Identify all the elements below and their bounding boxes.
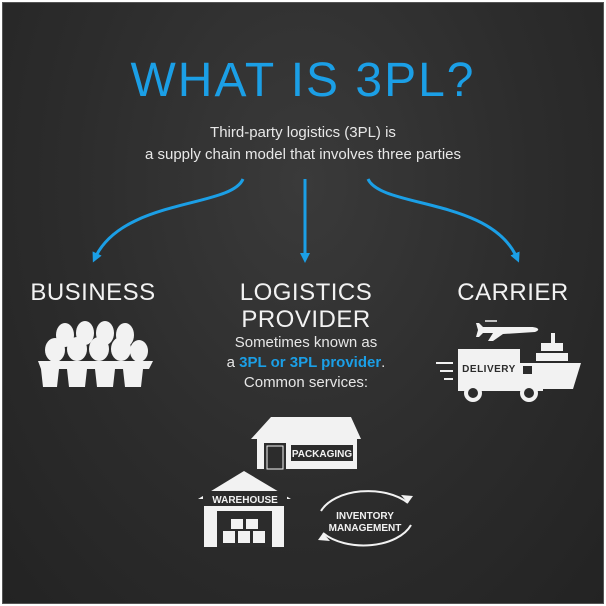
inventory-label-line2: MANAGEMENT bbox=[329, 523, 402, 534]
desc-prefix: a bbox=[226, 354, 240, 371]
logistics-desc-line2: a 3PL or 3PL provider. bbox=[216, 354, 396, 371]
packaging-building-icon: PACKAGING bbox=[251, 417, 361, 470]
subtitle-line-1: Third-party logistics (3PL) is bbox=[210, 124, 396, 141]
packaging-label: PACKAGING bbox=[292, 449, 353, 460]
egg-carton-icon bbox=[38, 321, 153, 387]
logistics-desc-line3: Common services: bbox=[243, 374, 369, 391]
subtitle-line-2: a supply chain model that involves three… bbox=[144, 146, 461, 163]
truck-label: DELIVERY bbox=[462, 364, 516, 375]
carrier-heading: CARRIER bbox=[457, 279, 569, 306]
logistics-desc-line1: Sometimes known as bbox=[234, 334, 378, 351]
warehouse-building-icon: WAREHOUSE bbox=[198, 471, 291, 547]
logistics-heading-line1: LOGISTICS bbox=[239, 279, 373, 306]
illustration-layer: DELIVERY PACKAGING WAREHOUSE bbox=[38, 178, 581, 547]
arrow-to-business bbox=[92, 178, 245, 263]
inventory-cycle-icon: INVENTORY MANAGEMENT bbox=[318, 490, 413, 547]
inventory-label-line1: INVENTORY bbox=[336, 511, 394, 522]
delivery-truck-icon: DELIVERY bbox=[436, 349, 543, 402]
airplane-icon bbox=[476, 320, 539, 341]
desc-suffix: . bbox=[381, 354, 386, 371]
warehouse-label: WAREHOUSE bbox=[212, 495, 278, 506]
logistics-heading-line2: PROVIDER bbox=[241, 306, 371, 333]
arrow-to-carrier bbox=[366, 178, 520, 263]
3pl-highlight: 3PL or 3PL provider bbox=[239, 354, 382, 371]
business-heading: BUSINESS bbox=[30, 279, 156, 306]
page-title: WHAT IS 3PL? bbox=[130, 54, 476, 107]
